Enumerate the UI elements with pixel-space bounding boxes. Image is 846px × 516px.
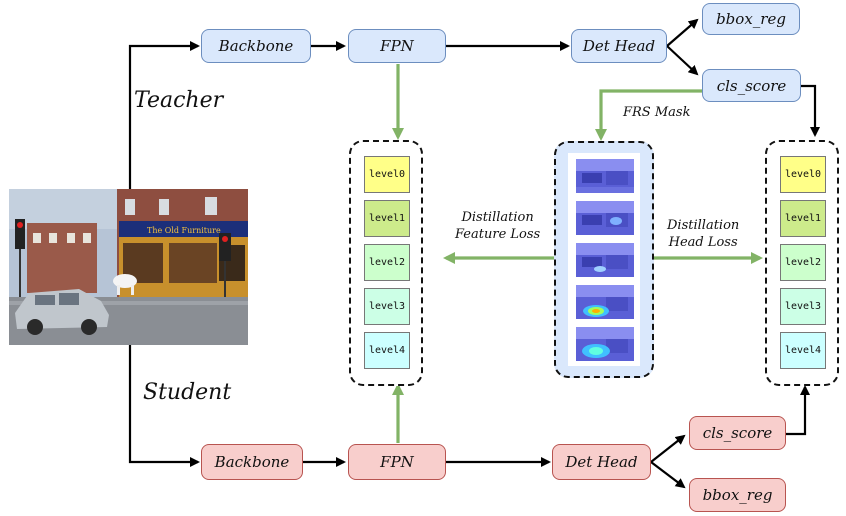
head-level-0: level0	[780, 156, 826, 193]
mask-thumbnail-1	[576, 201, 634, 235]
head-level-2: level2	[780, 244, 826, 281]
teacher-backbone-box: Backbone	[201, 29, 311, 63]
teacher-cls-score-box: cls_score	[702, 69, 801, 102]
student-bbox-reg-box: bbox_reg	[689, 478, 786, 512]
mask-thumbnail-2	[576, 243, 634, 277]
frs-mask-label: FRS Mask	[623, 105, 691, 120]
shop-sign-text: The Old Furniture	[147, 226, 221, 235]
head-levels-panel: level0 level1 level2 level3 level4	[765, 140, 839, 386]
mask-thumbnail-3	[576, 285, 634, 319]
student-backbone-box: Backbone	[201, 444, 303, 480]
teacher-fpn-box: FPN	[348, 29, 446, 63]
distillation-feature-loss-line1: Distillation	[461, 210, 534, 225]
arrow-teacher-dethead-to-bboxreg	[666, 18, 699, 47]
student-label: Student	[143, 380, 232, 405]
distillation-head-loss-line2: Head Loss	[668, 235, 738, 250]
distillation-feature-loss-label: Distillation Feature Loss	[455, 209, 540, 243]
feature-level-4: level4	[364, 332, 410, 369]
frs-mask-strip	[568, 153, 640, 366]
distillation-head-loss-label: Distillation Head Loss	[667, 217, 739, 251]
arrow-teacher-clsscore-to-head	[801, 84, 820, 137]
student-cls-score-box: cls_score	[689, 416, 786, 450]
student-fpn-box: FPN	[348, 444, 446, 480]
head-level-3: level3	[780, 288, 826, 325]
feature-level-0: level0	[364, 156, 410, 193]
mask-thumbnail-0	[576, 159, 634, 193]
teacher-label: Teacher	[134, 88, 224, 113]
arrow-student-clsscore-to-head	[786, 385, 810, 436]
distillation-feature-loss-line2: Feature Loss	[455, 227, 541, 242]
distillation-head-loss-line1: Distillation	[667, 218, 740, 233]
arrow-teacher-dethead-to-clsscore	[666, 45, 699, 76]
arrow-student-dethead-to-clsscore	[650, 434, 686, 463]
arrow-image-to-teacher-backbone	[128, 41, 200, 189]
feature-level-2: level2	[364, 244, 410, 281]
arrow-image-to-student-backbone	[128, 345, 200, 467]
teacher-bbox-reg-box: bbox_reg	[702, 3, 800, 35]
teacher-det-head-box: Det Head	[571, 29, 667, 63]
head-level-1: level1	[780, 200, 826, 237]
arrow-student-dethead-to-bboxreg	[650, 461, 686, 489]
mask-thumbnail-4	[576, 327, 634, 361]
student-det-head-box: Det Head	[552, 444, 651, 480]
feature-level-1: level1	[364, 200, 410, 237]
input-street-photo: The Old Furniture	[9, 189, 248, 345]
feature-level-3: level3	[364, 288, 410, 325]
feature-levels-panel: level0 level1 level2 level3 level4	[349, 140, 423, 386]
head-level-4: level4	[780, 332, 826, 369]
frs-mask-panel	[554, 141, 654, 378]
green-arrow-clsscore-to-mask	[595, 89, 705, 141]
